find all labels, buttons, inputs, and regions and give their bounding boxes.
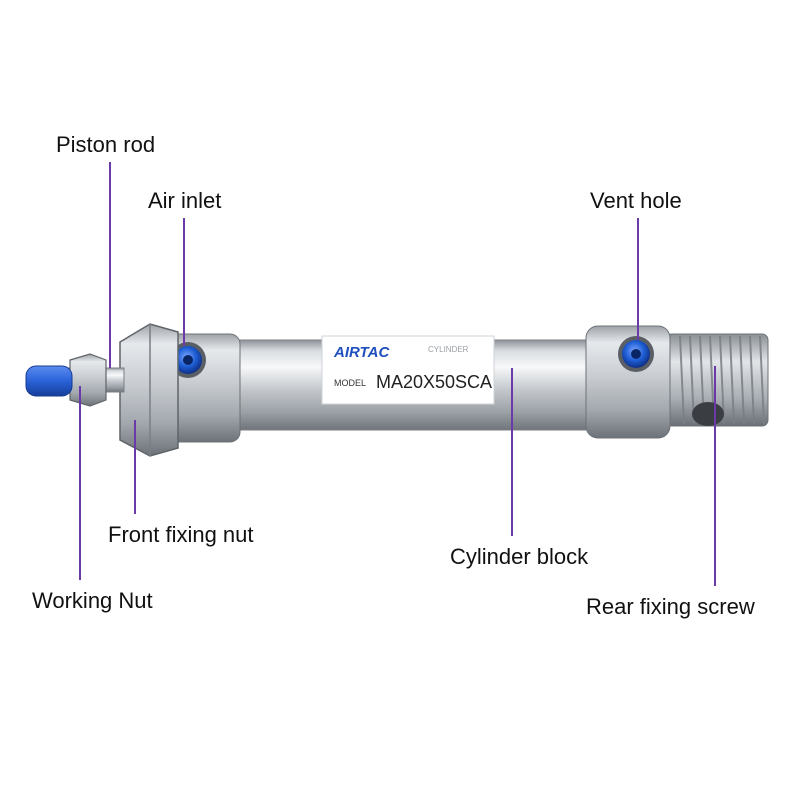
label-air-inlet: Air inlet [148, 188, 222, 213]
label-subtitle: CYLINDER [428, 345, 469, 354]
rear-threaded-stud [665, 333, 769, 427]
label-working-nut: Working Nut [32, 588, 153, 613]
working-nut [69, 353, 107, 407]
label-piston-rod: Piston rod [56, 132, 156, 157]
label-rear-fixing-screw: Rear fixing screw [586, 594, 755, 619]
label-front-fixing-nut: Front fixing nut [108, 522, 254, 547]
label-cylinder-block: Cylinder block [450, 544, 589, 569]
brand-logo-text: AIRTAC [333, 344, 390, 361]
callout-lines [79, 162, 716, 586]
model-prefix: MODEL [334, 378, 366, 388]
model-number: MA20X50SCA [376, 372, 492, 392]
rod-end-cap [25, 365, 73, 397]
label-vent-hole: Vent hole [590, 188, 682, 213]
product-label: AIRTAC CYLINDER MODEL MA20X50SCA [321, 335, 495, 405]
front-fixing-nut [119, 323, 179, 457]
